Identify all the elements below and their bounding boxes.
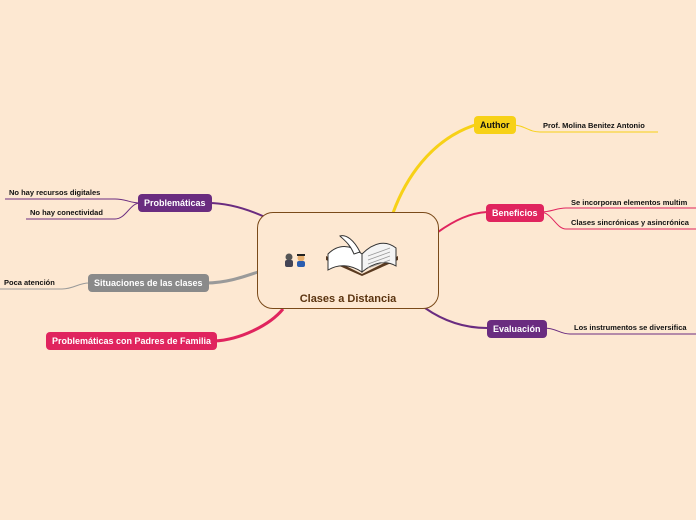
sub-problematicas-2[interactable]: No hay conectividad	[30, 208, 103, 217]
topic-author[interactable]: Author	[474, 116, 516, 134]
topic-evaluacion-label: Evaluación	[493, 324, 541, 334]
topic-evaluacion[interactable]: Evaluación	[487, 320, 547, 338]
topic-situaciones-label: Situaciones de las clases	[94, 278, 203, 288]
link-prob-sub2	[26, 202, 141, 220]
sub-author-1[interactable]: Prof. Molina Benitez Antonio	[543, 121, 645, 130]
topic-beneficios-label: Beneficios	[492, 208, 538, 218]
link-eval-sub	[543, 327, 696, 335]
link-prob-sub1	[5, 198, 141, 204]
link-beneficios	[437, 211, 488, 233]
central-topic-title: Clases a Distancia	[299, 293, 397, 305]
topic-author-label: Author	[480, 120, 510, 130]
open-book-icon	[326, 235, 398, 276]
link-author-sub	[511, 124, 658, 133]
sub-beneficios-1[interactable]: Se incorporan elementos multim	[571, 198, 688, 207]
sub-situaciones-1[interactable]: Poca atención	[4, 278, 55, 287]
link-evaluacion	[424, 307, 488, 329]
link-padres	[213, 308, 285, 343]
topic-situaciones[interactable]: Situaciones de las clases	[88, 274, 209, 292]
topic-beneficios[interactable]: Beneficios	[486, 204, 544, 222]
sub-evaluacion-1[interactable]: Los instrumentos se diversifica	[574, 323, 687, 332]
sub-problematicas-1[interactable]: No hay recursos digitales	[9, 188, 101, 197]
link-benef-sub1	[539, 207, 696, 213]
topic-problematicas[interactable]: Problemáticas	[138, 194, 212, 212]
link-sit-sub	[0, 282, 90, 290]
link-problematicas	[207, 202, 266, 218]
link-situaciones	[205, 270, 259, 285]
sub-beneficios-2[interactable]: Clases sincrónicas y asincrónica	[571, 218, 689, 227]
topic-padres[interactable]: Problemáticas con Padres de Familia	[46, 332, 218, 350]
link-author	[391, 123, 476, 214]
topic-problematicas-label: Problemáticas	[144, 198, 206, 208]
people-icon	[285, 253, 305, 267]
topic-padres-label: Problemáticas con Padres de Familia	[52, 336, 212, 346]
